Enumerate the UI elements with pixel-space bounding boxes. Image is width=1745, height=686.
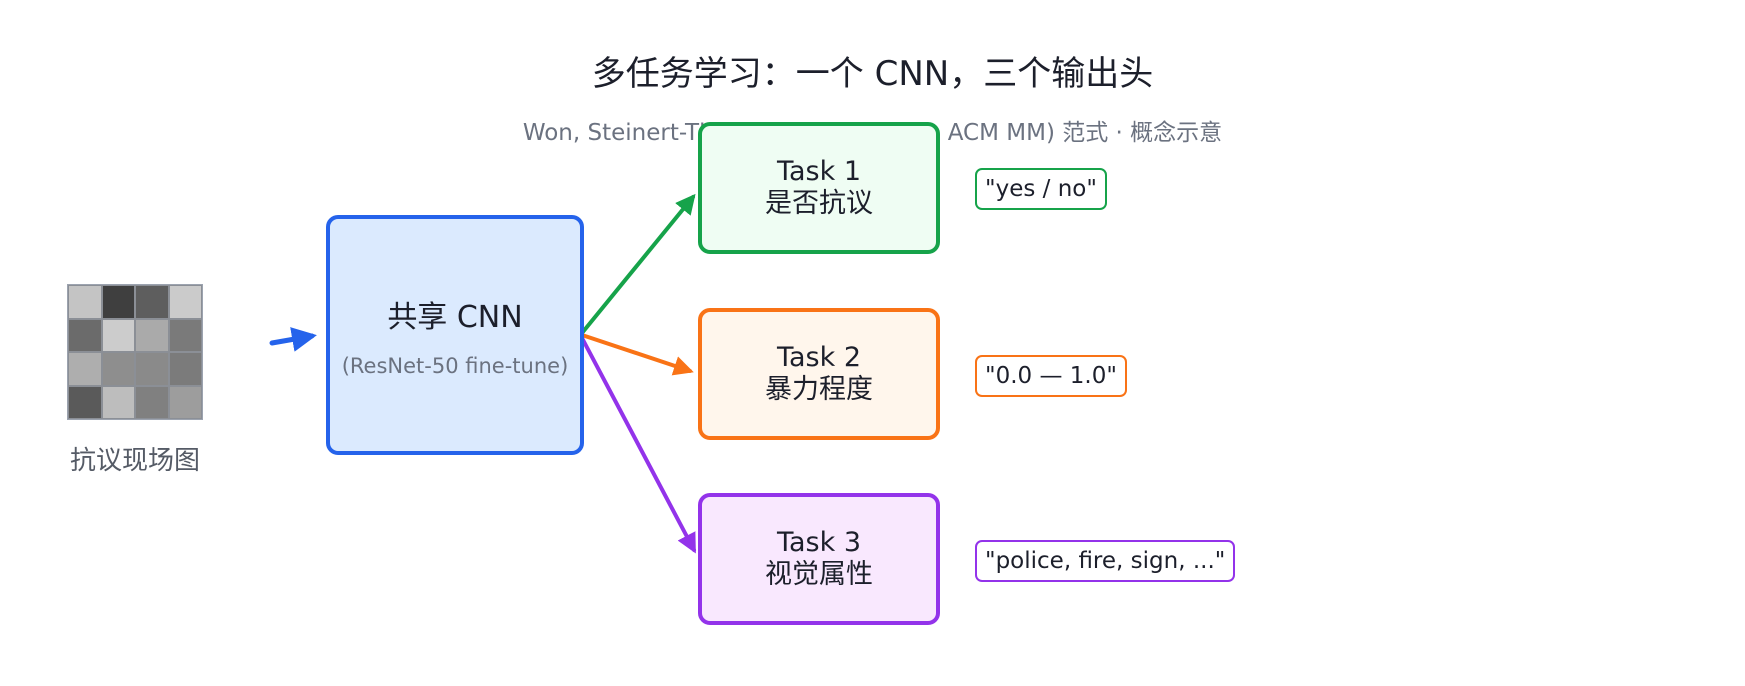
input-image-cell xyxy=(135,385,169,419)
input-to-cnn-arrow xyxy=(269,327,317,352)
input-image-cell xyxy=(68,318,102,352)
task2-output-tag: "0.0 — 1.0" xyxy=(975,355,1127,397)
input-image-label: 抗议现场图 xyxy=(69,446,200,476)
cnn-to-task1-arrow xyxy=(580,193,696,335)
input-image-grid xyxy=(67,284,203,420)
shared-cnn-title: 共享 CNN xyxy=(387,300,523,335)
task3-box: Task 3 视觉属性 xyxy=(698,493,940,625)
input-image-cell xyxy=(101,318,135,352)
task3-output-tag: "police, fire, sign, ..." xyxy=(975,540,1236,582)
cnn-to-task2-arrow xyxy=(580,333,694,376)
shared-cnn-subtitle: (ResNet-50 fine-tune) xyxy=(341,354,569,378)
input-image-cell xyxy=(168,352,202,386)
task2-label: 暴力程度 xyxy=(765,374,873,405)
task3-name: Task 3 xyxy=(776,527,862,558)
input-image-cell xyxy=(68,352,102,386)
input-image-cell xyxy=(168,285,202,319)
input-image-cell xyxy=(135,352,169,386)
input-image-cell xyxy=(135,318,169,352)
task2-box: Task 2 暴力程度 xyxy=(698,308,940,440)
input-image-cell xyxy=(101,385,135,419)
shared-cnn-box: 共享 CNN (ResNet-50 fine-tune) xyxy=(326,215,584,455)
input-image-cell xyxy=(168,318,202,352)
diagram-title: 多任务学习：一个 CNN，三个输出头 xyxy=(591,54,1154,94)
cnn-to-task3-arrow xyxy=(580,336,696,554)
task1-name: Task 1 xyxy=(776,156,862,187)
task2-name: Task 2 xyxy=(776,342,862,373)
task3-label: 视觉属性 xyxy=(765,559,873,590)
task1-box: Task 1 是否抗议 xyxy=(698,122,940,254)
input-image-cell xyxy=(101,352,135,386)
input-image-cell xyxy=(135,285,169,319)
task1-label: 是否抗议 xyxy=(765,188,873,219)
input-image-cell xyxy=(68,385,102,419)
input-image-cell xyxy=(168,385,202,419)
input-image-cell xyxy=(101,285,135,319)
task1-output-tag: "yes / no" xyxy=(975,168,1107,210)
input-image-cell xyxy=(68,285,102,319)
